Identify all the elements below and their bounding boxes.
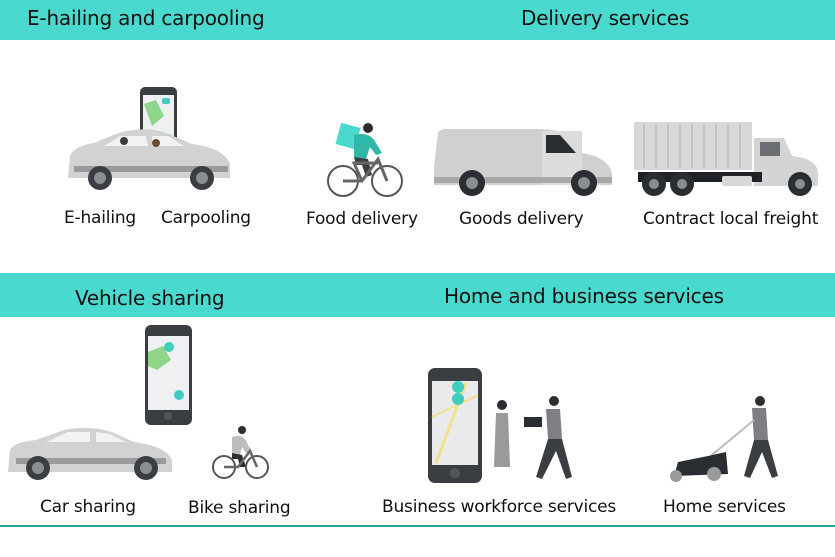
- item-label-home-services: Home services: [663, 497, 786, 517]
- item-label-contract-local-freight: Contract local freight: [643, 209, 819, 229]
- bicycle-rider-icon: [212, 426, 269, 479]
- truck-icon: [634, 122, 818, 196]
- lawn-mower-icon: [670, 396, 778, 482]
- section-title-vehicle-sharing: Vehicle sharing: [75, 286, 225, 310]
- item-label-goods-delivery: Goods delivery: [459, 209, 584, 229]
- item-label-carpooling: Carpooling: [161, 208, 251, 228]
- item-label-bike-sharing: Bike sharing: [188, 498, 291, 518]
- item-label-food-delivery: Food delivery: [306, 209, 418, 229]
- van-icon: [434, 129, 612, 196]
- car-with-phone-icon: [68, 87, 230, 190]
- car-icon: [8, 427, 172, 480]
- section-title-ehailing: E-hailing and carpooling: [27, 6, 265, 30]
- item-label-car-sharing: Car sharing: [40, 497, 136, 517]
- section-title-home-business: Home and business services: [444, 284, 724, 308]
- item-label-ehailing: E-hailing: [64, 208, 137, 228]
- bottom-divider: [0, 525, 835, 527]
- phone-map-icon: [145, 325, 192, 425]
- bike-courier-icon: [327, 122, 403, 197]
- phone-map-handoff-icon: [428, 368, 572, 483]
- header-band-middle: [0, 273, 835, 317]
- item-label-business-workforce: Business workforce services: [382, 497, 617, 517]
- section-title-delivery: Delivery services: [521, 6, 690, 30]
- header-band-top: [0, 0, 835, 40]
